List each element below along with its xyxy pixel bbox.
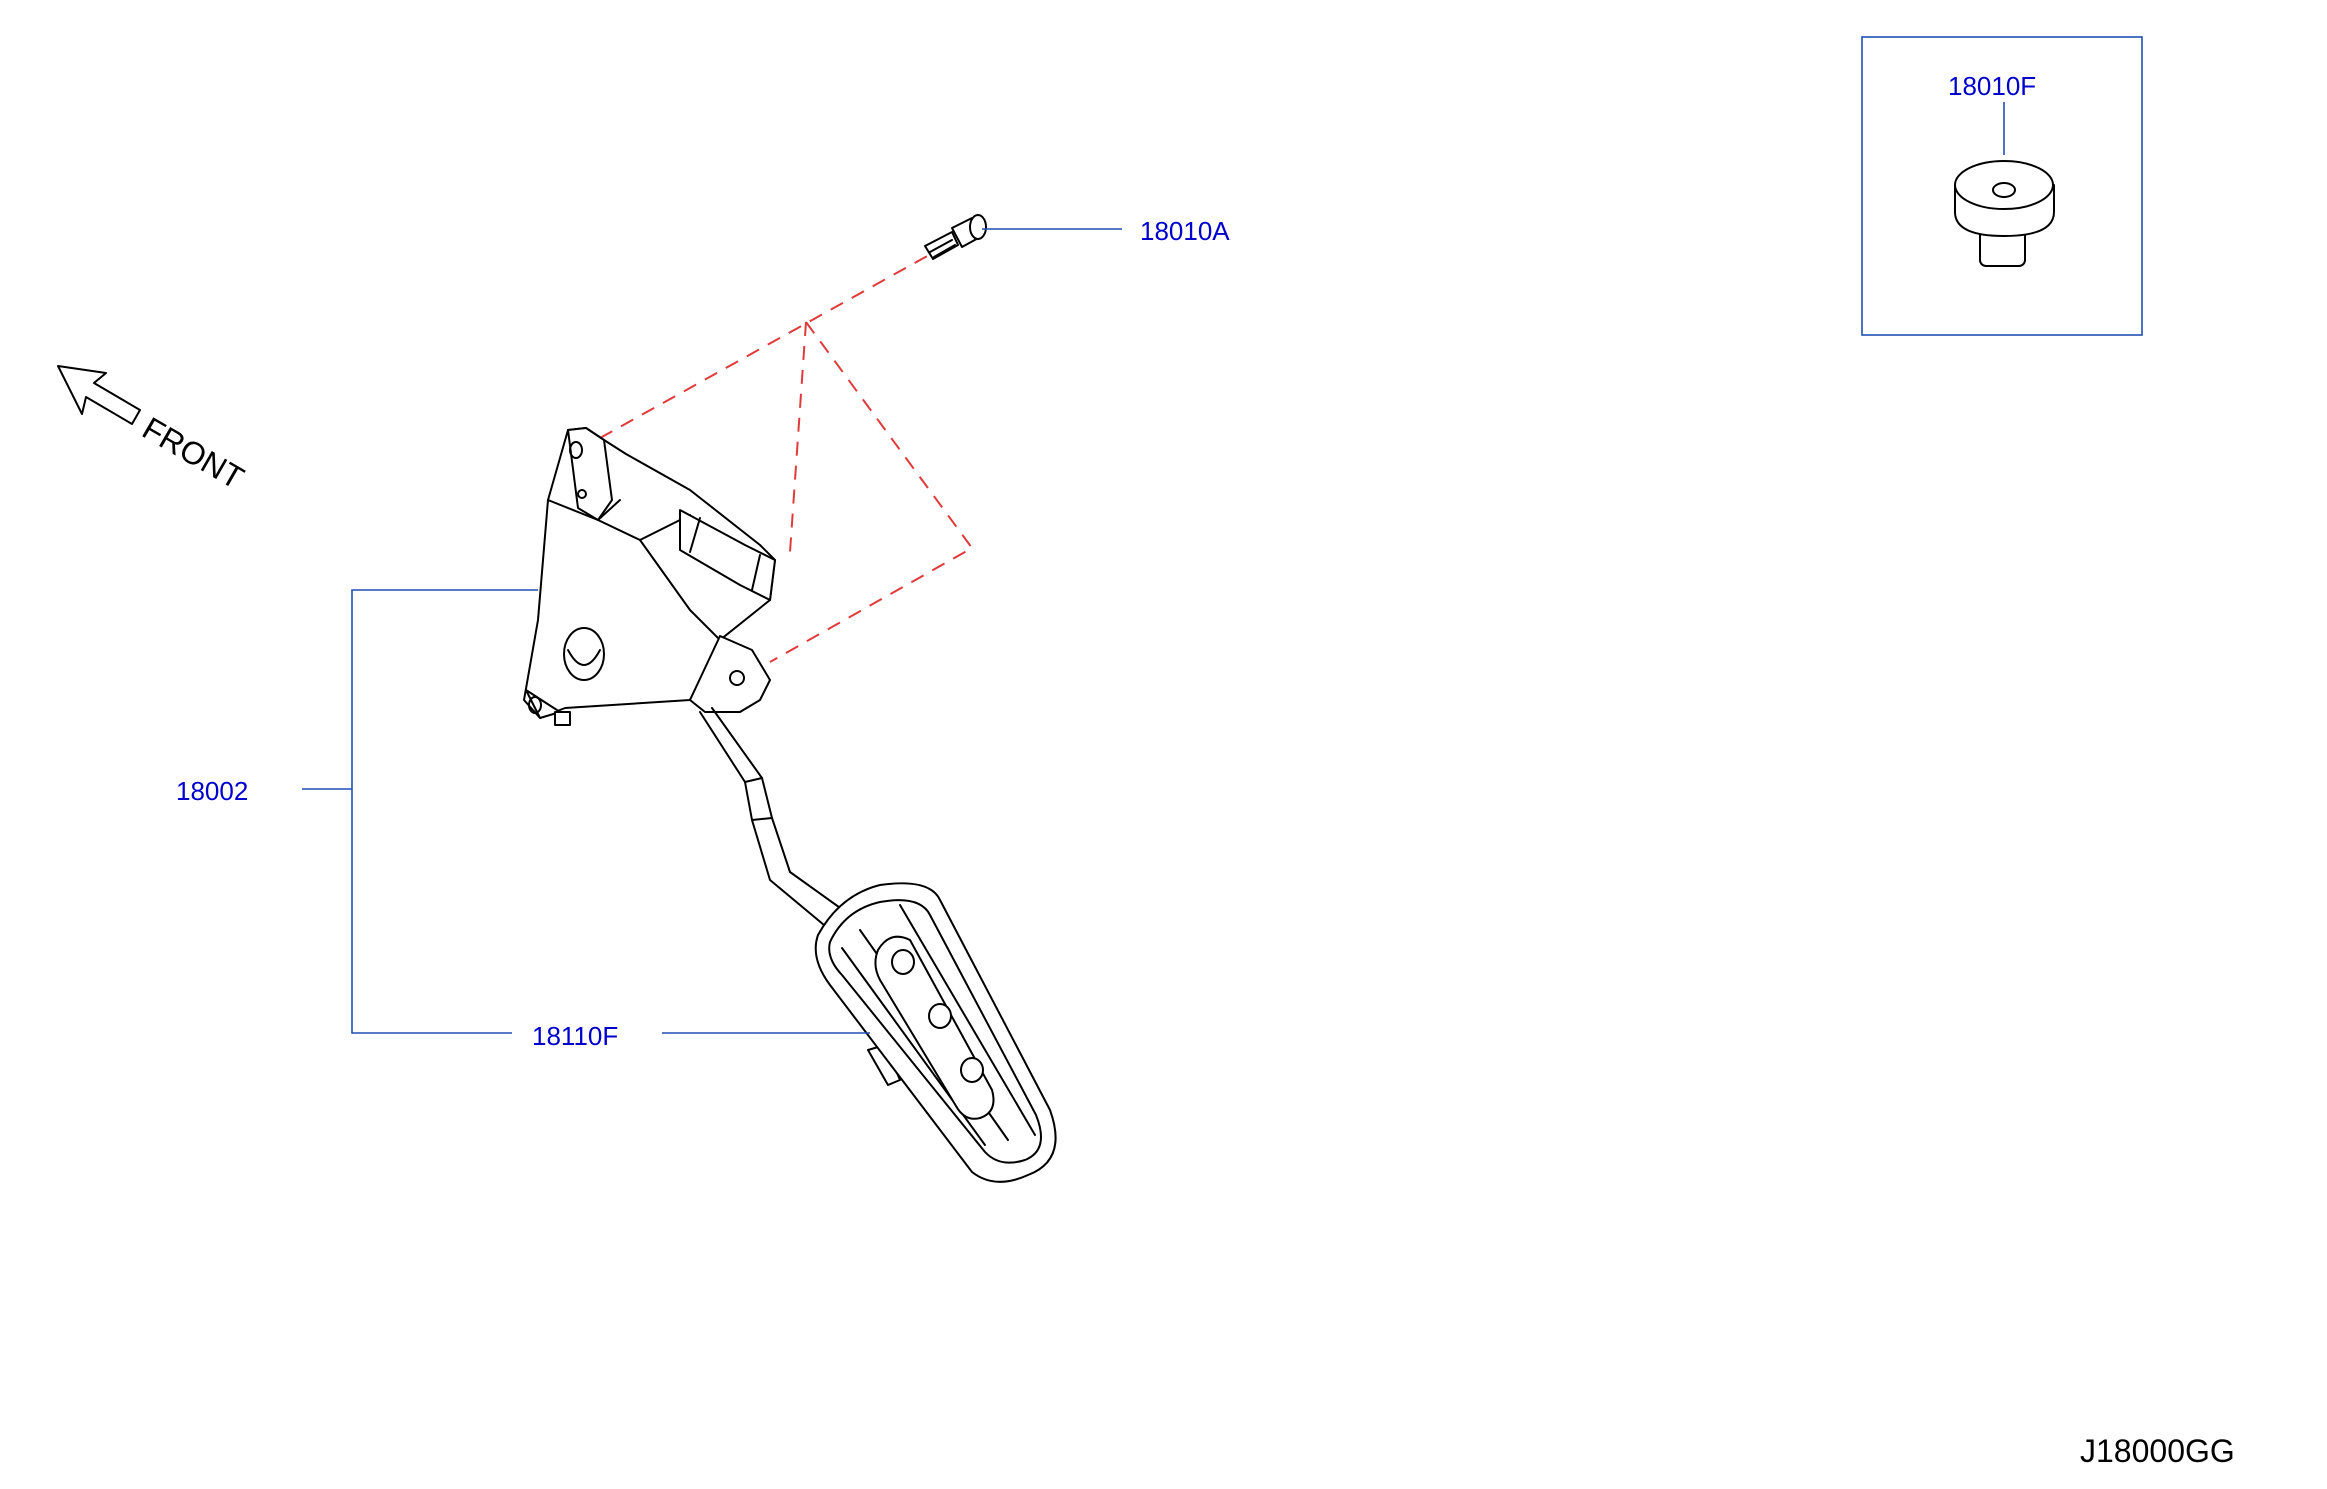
callout-18002[interactable]: 18002 <box>176 776 248 806</box>
front-label: FRONT <box>137 410 250 496</box>
callout-18010a[interactable]: 18010A <box>1140 216 1230 246</box>
front-arrow-icon <box>57 365 141 425</box>
clip-18010f-drawing <box>1954 160 2055 267</box>
diagram-code: J18000GG <box>2080 1433 2235 1469</box>
bolt-18010a-drawing <box>924 214 987 260</box>
leader-18002-bracket <box>302 589 538 1034</box>
pedal-bracket-drawing <box>523 427 851 931</box>
callout-18110f[interactable]: 18110F <box>532 1021 618 1051</box>
assembly-dashed-lines <box>599 254 974 663</box>
callout-18010f[interactable]: 18010F <box>1948 71 2036 101</box>
pedal-pad-drawing <box>814 882 1057 1183</box>
detail-inset-box <box>1861 36 2143 336</box>
